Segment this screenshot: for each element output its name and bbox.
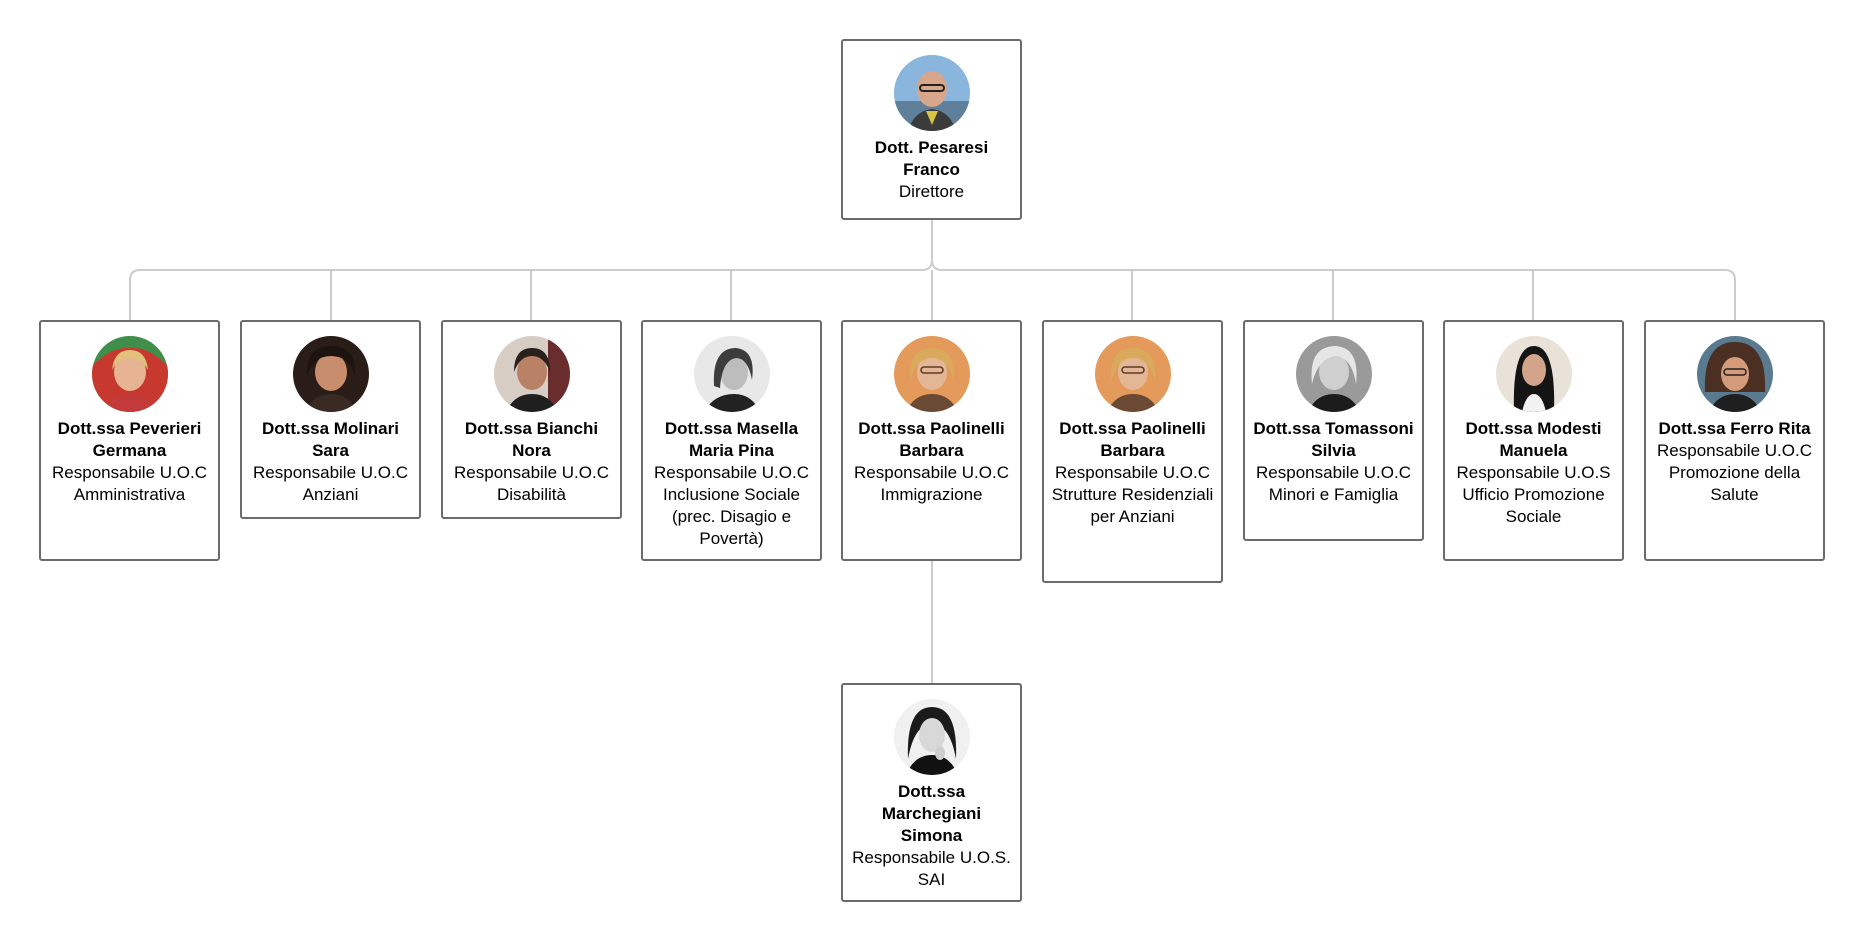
- card-peverieri[interactable]: Dott.ssa Peverieri Germana Responsabile …: [39, 320, 220, 561]
- connector-horizontal-bar: [129, 269, 922, 320]
- avatar-peverieri: [91, 336, 168, 412]
- bianchi-role: Responsabile U.O.C Disabilità: [454, 463, 609, 504]
- card-paolinelli-immigrazione[interactable]: Dott.ssa Paolinelli Barbara Responsabile…: [841, 320, 1022, 561]
- masella-role: Responsabile U.O.C Inclusione Sociale (p…: [654, 463, 809, 548]
- tomassoni-name: Dott.ssa Tomassoni Silvia: [1253, 419, 1414, 460]
- card-masella[interactable]: Dott.ssa Masella Maria Pina Responsabile…: [641, 320, 822, 561]
- avatar-paolinelli-strutture: [1094, 336, 1171, 412]
- card-marchegiani[interactable]: Dott.ssa Marchegiani Simona Responsabile…: [841, 683, 1022, 902]
- avatar-modesti: [1495, 336, 1572, 412]
- molinari-name: Dott.ssa Molinari Sara: [262, 419, 399, 460]
- avatar-molinari: [292, 336, 369, 412]
- ferro-name: Dott.ssa Ferro Rita: [1658, 419, 1811, 438]
- tomassoni-role: Responsabile U.O.C Minori e Famiglia: [1256, 463, 1411, 504]
- masella-name: Dott.ssa Masella Maria Pina: [664, 419, 799, 460]
- bianchi-name: Dott.ssa Bianchi Nora: [464, 419, 599, 460]
- avatar-ferro: [1696, 336, 1773, 412]
- card-tomassoni[interactable]: Dott.ssa Tomassoni Silvia Responsabile U…: [1243, 320, 1424, 541]
- paolinelli-immigrazione-role: Responsabile U.O.C Immigrazione: [854, 463, 1009, 504]
- modesti-role: Responsabile U.O.S Ufficio Promozione So…: [1456, 463, 1611, 526]
- director-name: Dott. Pesaresi Franco: [874, 138, 989, 179]
- avatar-director: [893, 55, 970, 131]
- connector-director-trunk: [921, 220, 933, 271]
- card-bianchi[interactable]: Dott.ssa Bianchi Nora Responsabile U.O.C…: [441, 320, 622, 519]
- peverieri-name: Dott.ssa Peverieri Germana: [57, 419, 202, 460]
- card-director[interactable]: Dott. Pesaresi Franco Direttore: [841, 39, 1022, 220]
- peverieri-role: Responsabile U.O.C Amministrativa: [52, 463, 207, 504]
- avatar-marchegiani: [893, 699, 970, 775]
- card-molinari[interactable]: Dott.ssa Molinari Sara Responsabile U.O.…: [240, 320, 421, 519]
- avatar-masella: [693, 336, 770, 412]
- avatar-bianchi: [493, 336, 570, 412]
- director-role: Direttore: [898, 182, 965, 201]
- avatar-paolinelli-immigrazione: [893, 336, 970, 412]
- avatar-tomassoni: [1295, 336, 1372, 412]
- marchegiani-name: Dott.ssa Marchegiani Simona: [881, 782, 982, 845]
- card-ferro[interactable]: Dott.ssa Ferro Rita Responsabile U.O.C P…: [1644, 320, 1825, 561]
- connector-right-bar: [931, 259, 1736, 320]
- ferro-role: Responsabile U.O.C Promozione della Salu…: [1657, 441, 1812, 504]
- paolinelli-immigrazione-name: Dott.ssa Paolinelli Barbara: [858, 419, 1005, 460]
- paolinelli-strutture-name: Dott.ssa Paolinelli Barbara: [1059, 419, 1206, 460]
- marchegiani-role: Responsabile U.O.S. SAI: [852, 848, 1011, 889]
- card-paolinelli-strutture[interactable]: Dott.ssa Paolinelli Barbara Responsabile…: [1042, 320, 1223, 583]
- paolinelli-strutture-role: Responsabile U.O.C Strutture Residenzial…: [1051, 463, 1214, 526]
- card-modesti[interactable]: Dott.ssa Modesti Manuela Responsabile U.…: [1443, 320, 1624, 561]
- modesti-name: Dott.ssa Modesti Manuela: [1465, 419, 1602, 460]
- molinari-role: Responsabile U.O.C Anziani: [253, 463, 408, 504]
